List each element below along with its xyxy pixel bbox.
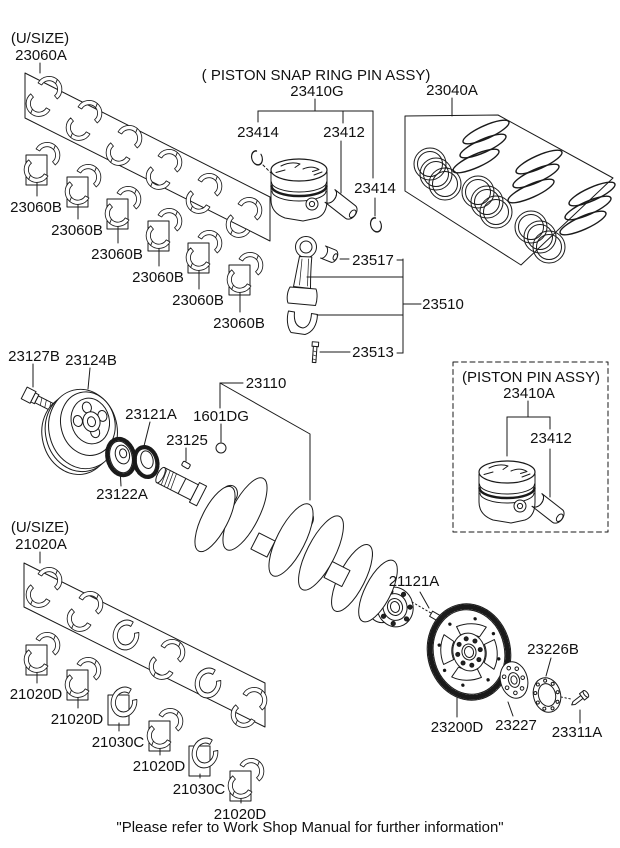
lower-bearing-item-label: 21020D [133,758,186,775]
piston-snap-ring-assy: ( PISTON SNAP RING PIN ASSY) 23410G 2341… [202,67,431,235]
dowel-pin-label: 21121A [389,573,440,590]
upper-bearing-item-label: 23060B [213,315,265,332]
pulley-bolt-label: 23127B [8,348,60,365]
pilot-label: 1601DG [193,408,249,425]
crankshaft-label: 23110 [246,375,287,392]
snap-ring-assy-label: 23410G [290,83,343,100]
drive-plate-label: 23200D [431,719,484,736]
lower-main-bearing-set: (U/SIZE) 21020A 21020D 21020D 21030C 210… [10,519,272,823]
piston-ring-set: 23040A [404,82,616,266]
rod-bolt-label: 23513 [352,344,394,361]
upper-main-bearing-set: (U/SIZE) 23060A 23060B 23060B 23060B 230… [10,30,271,332]
crankshaft-drawing [155,466,414,628]
pin-label: 23412 [530,430,572,447]
ring-clusters [413,119,616,264]
upper-bearing-item-label: 23060B [51,222,103,239]
snap-ring-drawing [368,215,384,235]
connecting-rod-drawing [286,236,320,364]
rod-bushing-drawing [320,245,341,265]
dashed-frame [452,361,609,533]
piston-pin-drawing [531,493,568,527]
lower-bearing-item-label: 21020D [51,711,104,728]
leader-lines [257,98,376,217]
rod-bushing-label: 23517 [352,252,394,269]
leader-lines [306,258,422,354]
crank-nose [155,466,208,507]
lower-bearing-item-label: 21030C [92,734,145,751]
adapter-plate-label: 23227 [495,717,537,734]
snap-ring-left-label: 23414 [237,124,279,141]
upper-bearing-set-label: 23060A [15,47,67,64]
lower-bearing-band [23,562,266,728]
pin-assy-title: (PISTON PIN ASSY) [462,369,600,386]
piston-pin-assy-box: (PISTON PIN ASSY) 23410A 23412 [452,361,609,533]
rod-bolt-drawing [311,341,320,364]
pilot-bushing-drawing [215,442,227,454]
flywheel-bolt-label: 23311A [552,724,603,741]
upper-bearing-item-label: 23060B [172,292,224,309]
footer-note: "Please refer to Work Shop Manual for fu… [116,819,503,836]
washer-plate-label: 23226B [527,641,579,658]
pulley-drawing [41,388,118,475]
gear-label: 23122A [96,486,148,503]
key-label: 23125 [166,432,208,449]
snap-ring-right-label: 23414 [354,180,396,197]
lower-bearing-item-label: 21030C [173,781,226,798]
ring-set-box [404,114,614,266]
flywheel-bolt-drawing [571,690,590,706]
upper-bearing-item-label: 23060B [132,269,184,286]
leader-lines [32,363,311,501]
lower-bearing-size-note: (U/SIZE) [11,519,69,536]
upper-bearing-size-note: (U/SIZE) [11,30,69,47]
piston-drawing [269,157,329,223]
adapter-plate-drawing [499,661,529,699]
upper-bearing-item-label: 23060B [91,246,143,263]
piston-drawing [477,459,537,525]
drive-plate-drawing [426,603,512,701]
upper-bearing-band [24,72,271,242]
snap-ring-drawing [249,148,265,168]
snap-ring-assy-title: ( PISTON SNAP RING PIN ASSY) [202,67,431,84]
key-drawing [181,460,191,470]
leader-lines [411,591,581,724]
lower-bearing-item-label: 21020D [10,686,63,703]
pulley-label: 23124B [65,352,117,369]
leader-lines [506,400,551,498]
lower-bearing-loose-items [19,627,269,803]
connecting-rod-group: 23517 23510 23513 [286,236,464,364]
upper-bearing-loose-items [19,137,268,313]
flywheel-group: 21121A 23200D 23227 23226B 23311A [389,573,603,741]
crankshaft-front-group: 23127B 23124B 23121A 23125 1601DG 23110 … [8,348,414,628]
lower-bearing-set-label: 21020A [15,536,67,553]
washer-plate-drawing [532,677,562,713]
ring-set-label: 23040A [426,82,478,99]
piston-pin-label: 23412 [323,124,365,141]
upper-bearing-item-label: 23060B [10,199,62,216]
pin-assy-label: 23410A [503,385,555,402]
gear-drawing [105,436,137,478]
rod-assy-label: 23510 [422,296,464,313]
sprocket-label: 23121A [125,406,177,423]
lower-bearing-item-label: 21020D [214,806,267,823]
